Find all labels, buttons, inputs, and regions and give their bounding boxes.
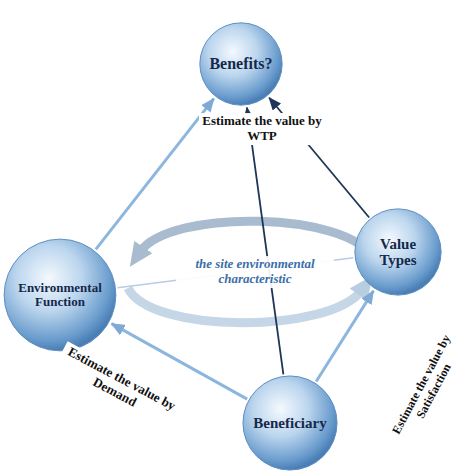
- center-caption: the site environmental characteristic: [176, 256, 334, 288]
- cycle-arrow: [128, 288, 362, 323]
- node-label: Environmental Function: [10, 281, 110, 310]
- connector-line: [96, 99, 214, 250]
- node-label: Benefits?: [209, 55, 272, 73]
- edge-label: Estimate the value by Demand: [53, 341, 184, 431]
- connector-line: [247, 108, 283, 375]
- sphere-node: Benefits?: [199, 22, 283, 106]
- sphere-node: Value Types: [354, 208, 442, 296]
- cycle-arrow: [140, 221, 372, 258]
- node-label: Beneficiary: [253, 415, 326, 432]
- edge-label: Estimate the value by Satisfaction: [387, 328, 470, 449]
- edge-label: Estimate the value by WTP: [199, 113, 325, 145]
- sphere-node: Beneficiary: [242, 375, 338, 471]
- connector-line: [316, 291, 373, 382]
- sphere-node: Environmental Function: [3, 238, 117, 352]
- node-label: Value Types: [368, 236, 428, 269]
